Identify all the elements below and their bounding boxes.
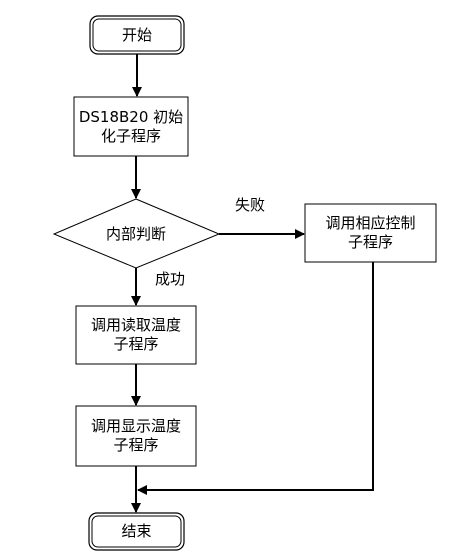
display-process-box	[75, 405, 197, 467]
arrow-control-to-merge	[137, 262, 374, 495]
init-process-box	[73, 96, 189, 157]
success-edge-label: 成功	[155, 270, 186, 288]
end-node	[88, 512, 185, 551]
read-label: 调用读取温度 子程序	[90, 316, 181, 353]
end-label: 结束	[121, 522, 152, 540]
decision-label: 内部判断	[105, 224, 166, 243]
control-process-box	[304, 203, 437, 263]
start-node	[89, 15, 185, 55]
start-label: 开始	[121, 25, 152, 44]
control-label: 调用相应控制 子程序	[325, 214, 416, 251]
display-label: 调用显示温度 子程序	[90, 417, 181, 454]
init-label: DS18B20 初始 化子程序	[78, 107, 184, 145]
fail-edge-label: 失败	[235, 196, 266, 214]
read-process-box	[75, 305, 197, 365]
